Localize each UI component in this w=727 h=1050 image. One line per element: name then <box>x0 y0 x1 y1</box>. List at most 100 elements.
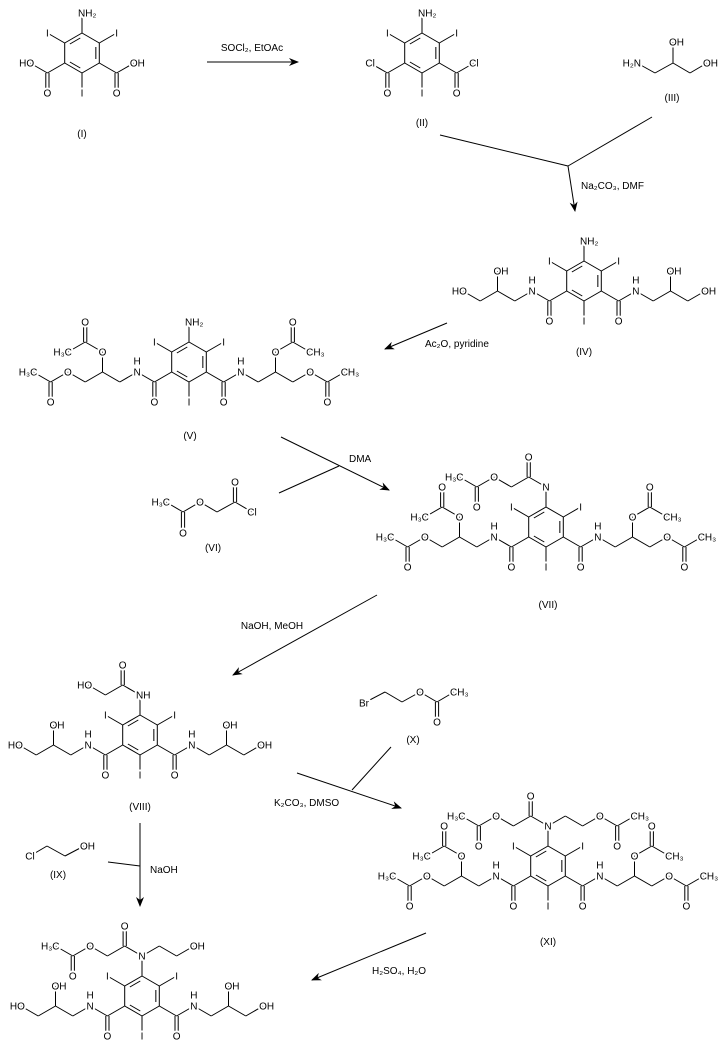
atom-label: H <box>632 276 639 287</box>
atom-label: O <box>458 852 466 863</box>
atom-label: NH₂ <box>185 318 203 329</box>
compound-label-viii: (VIII) <box>129 802 151 813</box>
bond <box>46 845 66 857</box>
converge-line-iii <box>567 116 653 167</box>
bond <box>116 62 135 74</box>
bond <box>530 815 549 827</box>
bond <box>55 1005 74 1017</box>
bond <box>105 744 123 756</box>
atom-label: OH <box>667 267 682 278</box>
bond <box>107 1005 125 1017</box>
bond <box>159 975 177 987</box>
bond <box>426 845 445 857</box>
bond <box>478 815 497 827</box>
atom-label: I <box>188 398 191 409</box>
bond <box>67 371 86 383</box>
atom-label: O <box>440 822 448 833</box>
atom-label: N <box>544 822 551 833</box>
atom-label: OH <box>669 38 684 49</box>
atom-label: Br <box>359 699 370 710</box>
bond <box>461 815 480 827</box>
bond <box>87 684 106 696</box>
bond <box>513 845 531 857</box>
bond <box>689 62 708 74</box>
atom-label: CH₃ <box>700 872 719 883</box>
bond <box>618 290 637 302</box>
converge-line-ix <box>107 861 141 867</box>
atom-label: O <box>596 812 604 823</box>
atom-label: H₃C <box>378 872 397 883</box>
bond <box>479 290 498 302</box>
atom-label: CH₃ <box>663 513 682 524</box>
atom-label: I <box>175 972 178 983</box>
atom-label: Cl <box>25 852 34 863</box>
atom-label: Cl <box>469 59 478 70</box>
bond <box>456 62 475 74</box>
bond <box>616 815 635 827</box>
atom-label: H <box>84 730 91 741</box>
bond <box>528 506 547 518</box>
bond <box>582 815 601 827</box>
arrow-step3 <box>384 322 448 350</box>
bond <box>275 341 294 353</box>
atom-label: I <box>581 842 584 853</box>
bond <box>601 290 619 302</box>
atom-label: NH₂ <box>580 237 598 248</box>
bond <box>47 62 65 74</box>
atom-label: O <box>665 872 673 883</box>
bond <box>136 371 155 383</box>
atom-label: H₃C <box>445 473 464 484</box>
bond <box>495 815 514 827</box>
atom-label: H <box>492 861 499 872</box>
bond <box>409 875 428 887</box>
atom-label: I <box>222 338 225 349</box>
bond <box>35 744 54 756</box>
atom-label: O <box>220 398 228 409</box>
bond <box>459 536 478 548</box>
bond <box>583 260 602 272</box>
bond <box>668 875 687 887</box>
bond <box>210 1005 229 1017</box>
bond <box>443 875 462 887</box>
atom-label: N <box>237 368 244 379</box>
atom-label: OH <box>703 59 718 70</box>
atom-label: HO <box>452 287 467 298</box>
bond <box>495 875 514 887</box>
atom-label: O <box>173 1032 181 1043</box>
atom-label: I <box>153 338 156 349</box>
aromatic-inner-bond <box>571 265 583 273</box>
atom-label: N <box>190 1002 197 1013</box>
atom-label: O <box>151 398 159 409</box>
atom-label: O <box>613 842 621 853</box>
atom-label: N <box>490 533 497 544</box>
atom-label: H <box>596 861 603 872</box>
atom-label: I <box>548 257 551 268</box>
bond <box>240 371 259 383</box>
atom-label: NH₂ <box>78 9 96 20</box>
atom-label: OH <box>259 1002 274 1013</box>
bond <box>119 371 138 383</box>
bond <box>124 1005 143 1017</box>
atom-label: OH <box>223 721 238 732</box>
atom-label: CH₃ <box>450 688 469 699</box>
atom-label: O <box>406 902 414 913</box>
bond <box>530 845 549 857</box>
atom-label: H <box>528 276 535 287</box>
atom-label: I <box>46 29 49 40</box>
atom-label: O <box>272 348 280 359</box>
bond <box>493 536 512 548</box>
atom-label: O <box>324 398 332 409</box>
atom-label: I <box>545 563 548 574</box>
atom-label: HO <box>10 1002 25 1013</box>
bond <box>105 684 123 696</box>
atom-label: O <box>579 902 587 913</box>
bond <box>634 875 653 887</box>
bond <box>565 815 583 827</box>
bond <box>99 62 117 74</box>
bond <box>687 290 706 302</box>
